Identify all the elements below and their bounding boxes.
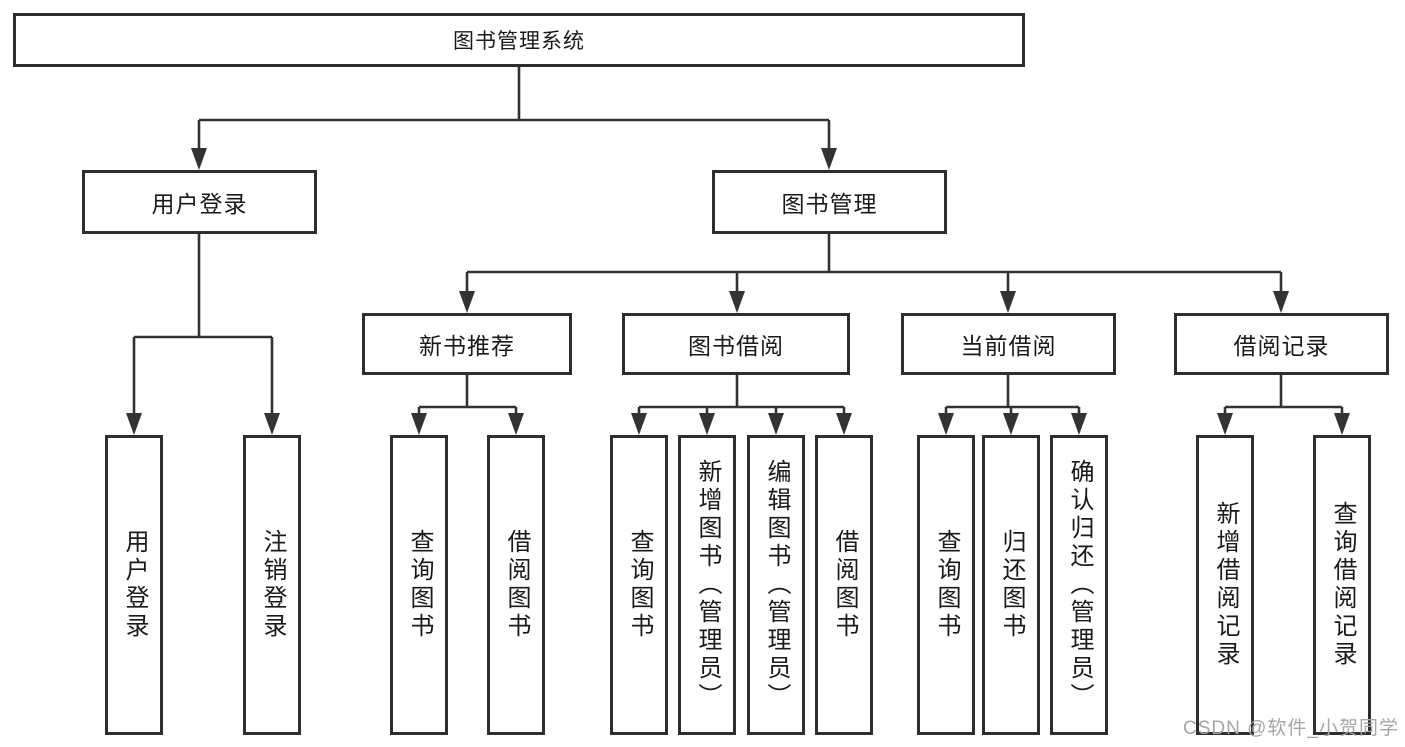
connectors-borrowing-records [1217,375,1350,435]
node-book-management: 图书管理 [712,170,947,234]
connectors-current-borrowing [938,375,1087,435]
arrowhead-icon [459,291,475,313]
connectors-book-management [459,234,1289,313]
arrowhead-icon [126,413,142,435]
arrowhead-icon [1217,413,1233,435]
arrowhead-icon [699,413,715,435]
connectors-book-borrowing [631,375,852,435]
arrowhead-icon [1071,413,1087,435]
leaf-add-borrow-record: 新增借阅记录 [1196,435,1254,735]
node-new-book-recommend: 新书推荐 [362,313,572,375]
leaf-borrow-books-borrowing: 借阅图书 [815,435,873,735]
leaf-return-books: 归还图书 [982,435,1040,735]
leaf-logout-login: 注销登录 [243,435,301,735]
arrowhead-icon [264,413,280,435]
leaf-borrow-books-recommend: 借阅图书 [487,435,545,735]
leaf-query-borrow-record: 查询借阅记录 [1313,435,1371,735]
node-borrowing-records: 借阅记录 [1174,313,1389,375]
leaf-query-books-recommend: 查询图书 [390,435,448,735]
arrowhead-icon [1334,413,1350,435]
node-user-login: 用户登录 [82,170,317,234]
arrowhead-icon [1003,413,1019,435]
node-current-borrowing: 当前借阅 [901,313,1116,375]
leaf-add-books-admin: 新增图书（管理员） [678,435,736,735]
leaf-user-login: 用户登录 [105,435,163,735]
arrowhead-icon [631,413,647,435]
connectors-root [191,67,837,170]
arrowhead-icon [938,413,954,435]
arrowhead-icon [729,291,745,313]
leaf-confirm-return-admin: 确认归还（管理员） [1050,435,1108,735]
arrowhead-icon [508,413,524,435]
arrowhead-icon [768,413,784,435]
arrowhead-icon [1000,291,1016,313]
arrowhead-icon [821,148,837,170]
node-book-borrowing: 图书借阅 [622,313,850,375]
leaf-query-books-current: 查询图书 [917,435,975,735]
arrowhead-icon [836,413,852,435]
connectors-new-book-recommend [411,375,524,435]
leaf-edit-books-admin: 编辑图书（管理员） [747,435,805,735]
arrowhead-icon [411,413,427,435]
arrowhead-icon [191,148,207,170]
leaf-query-books-borrowing: 查询图书 [610,435,668,735]
connectors-user-login [126,234,280,435]
arrowhead-icon [1273,291,1289,313]
csdn-watermark: CSDN @软件_小贺同学 [1183,718,1399,739]
node-library-management-system: 图书管理系统 [13,13,1025,67]
